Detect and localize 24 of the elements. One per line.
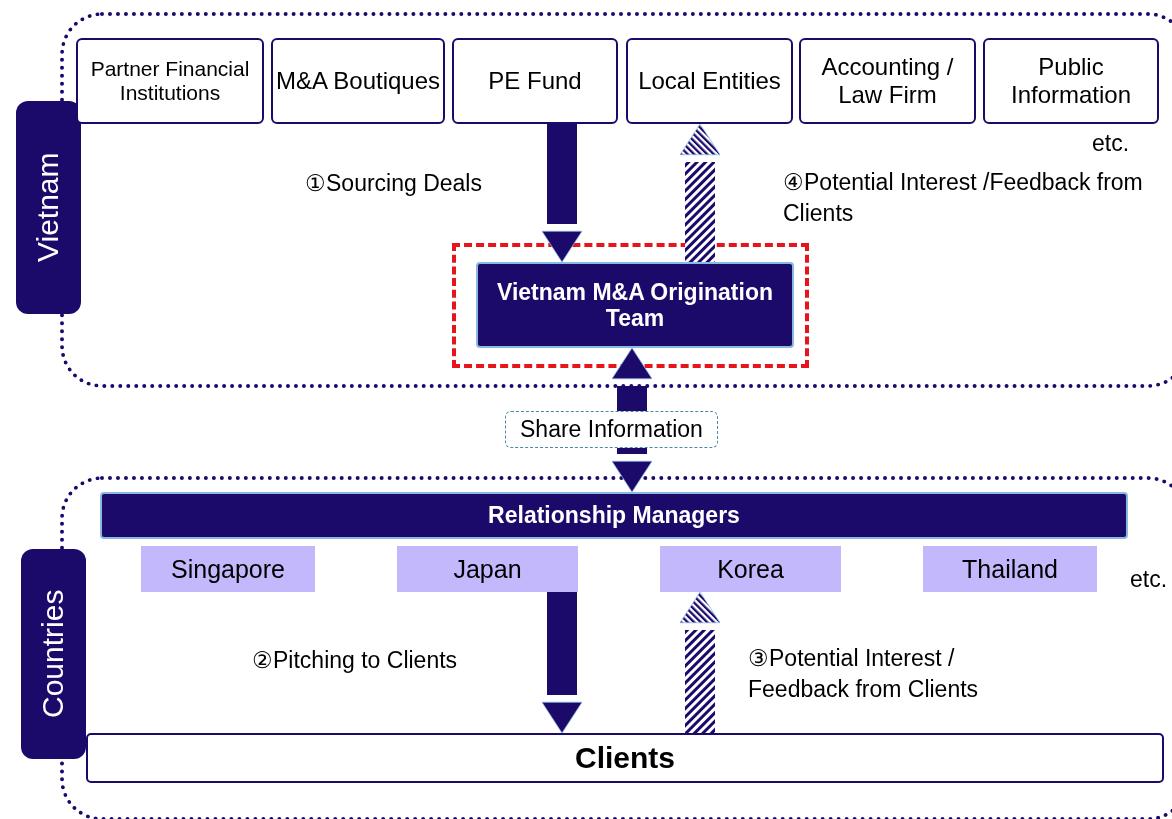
side-tab: Countries bbox=[21, 549, 86, 759]
country-box: Korea bbox=[660, 546, 841, 592]
edge-label: Share Information bbox=[505, 411, 718, 449]
source-box: M&A Boutiques bbox=[271, 38, 445, 124]
clients-bar: Clients bbox=[86, 733, 1164, 783]
block-arrow bbox=[679, 123, 721, 262]
note: etc. bbox=[1092, 130, 1130, 157]
block-arrow bbox=[611, 347, 653, 493]
team-box: Vietnam M&A Origination Team bbox=[476, 262, 794, 348]
source-box: Local Entities bbox=[626, 38, 793, 124]
country-box: Thailand bbox=[923, 546, 1097, 592]
source-box: Partner Financial Institutions bbox=[76, 38, 264, 124]
team-box: Relationship Managers bbox=[100, 492, 1128, 539]
source-box: Public Information bbox=[983, 38, 1159, 124]
block-arrow bbox=[541, 592, 583, 734]
side-tab: Vietnam bbox=[16, 101, 81, 314]
source-box: Accounting / Law Firm bbox=[799, 38, 976, 124]
note: etc. bbox=[1130, 566, 1168, 593]
highlight-frame bbox=[452, 243, 809, 368]
country-box: Singapore bbox=[141, 546, 315, 592]
source-box: PE Fund bbox=[452, 38, 618, 124]
block-arrow bbox=[679, 591, 721, 733]
country-box: Japan bbox=[397, 546, 578, 592]
block-arrow bbox=[541, 124, 583, 263]
